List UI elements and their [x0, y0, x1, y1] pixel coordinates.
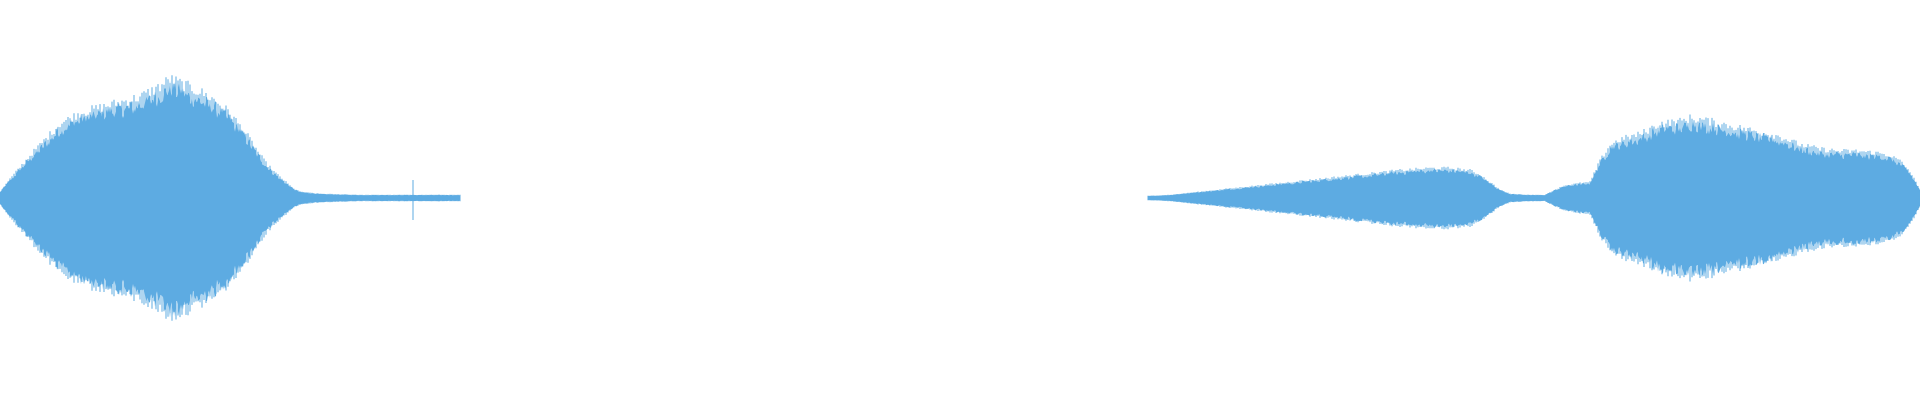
waveform-layer [0, 75, 1920, 321]
waveform-clip-2[interactable] [1147, 114, 1920, 282]
waveform-clip-2-spikes [1147, 114, 1920, 282]
